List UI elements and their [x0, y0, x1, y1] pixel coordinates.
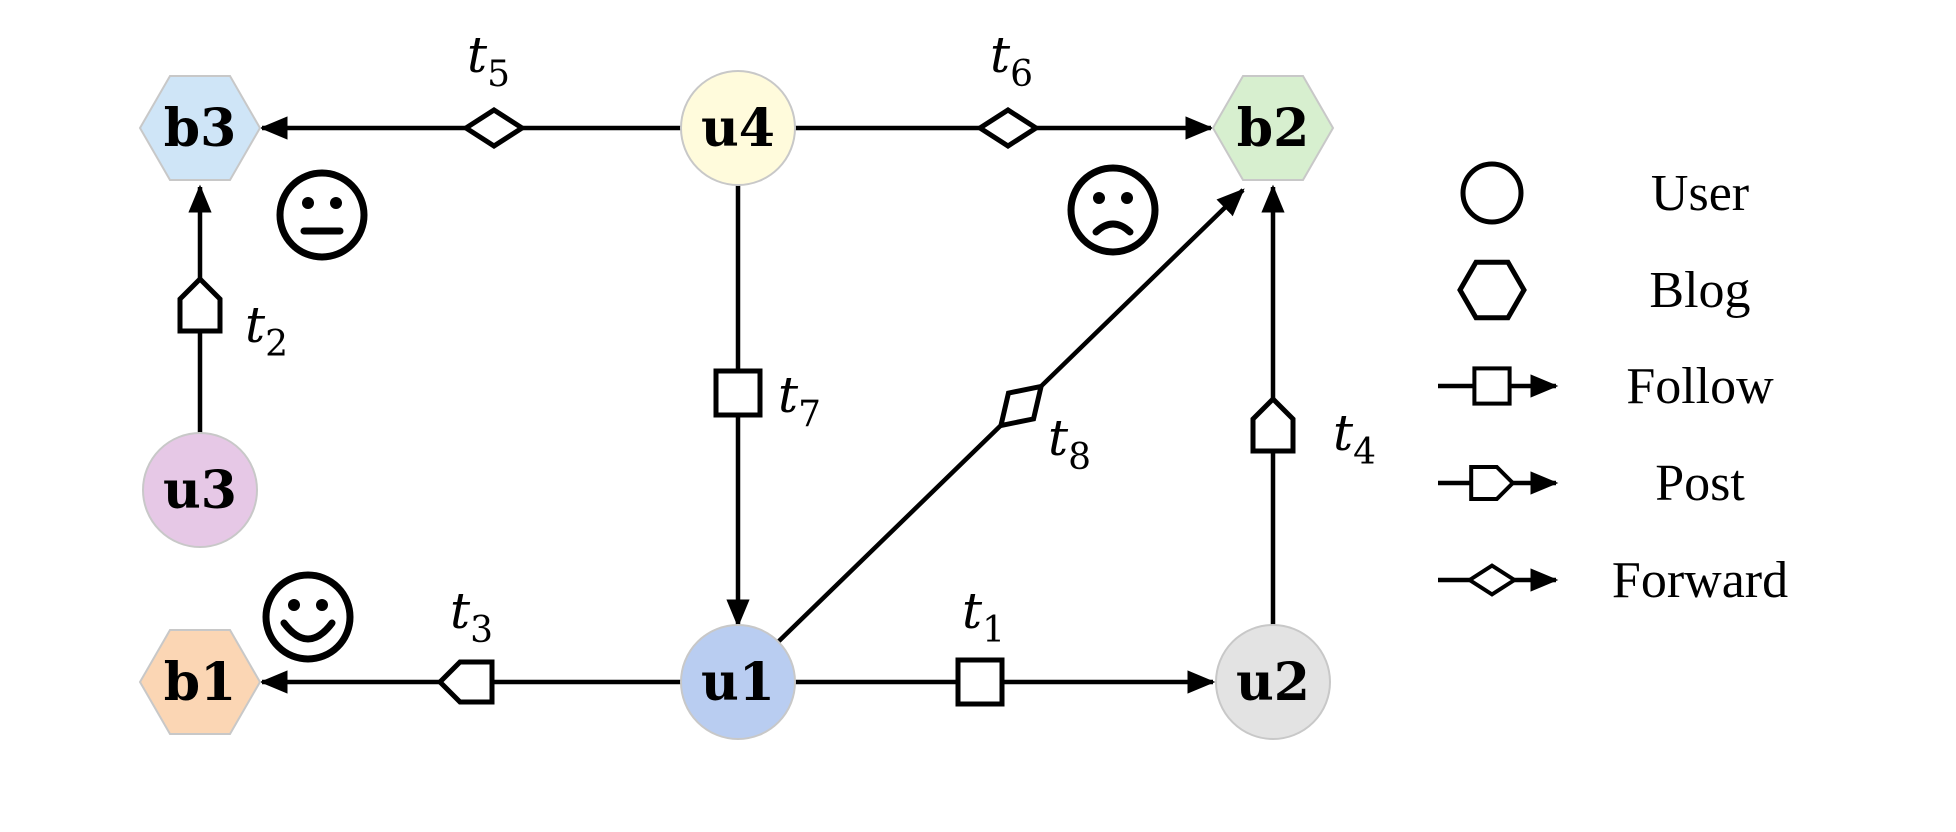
- post-marker-icon: [177, 275, 223, 334]
- blog-hexagon: [138, 75, 262, 181]
- edge-label-t1: t1: [962, 582, 1005, 651]
- user-symbol-icon: [1460, 161, 1524, 225]
- post-marker-icon: [1250, 395, 1296, 454]
- edge-t1: t1: [795, 582, 1216, 707]
- forward-marker-icon: [461, 107, 527, 149]
- edge-t7: t7: [713, 185, 821, 628]
- node-label: b3: [164, 98, 237, 159]
- forward-marker-icon: [975, 107, 1041, 149]
- follow-marker-icon: [713, 368, 763, 418]
- edge-t4: t4: [1250, 184, 1376, 625]
- node-b2: b2: [1211, 75, 1335, 181]
- follow-marker-icon: [955, 657, 1005, 707]
- node-label: u4: [701, 98, 775, 159]
- legend-label-post: Post: [1655, 455, 1745, 512]
- legend-label-blog: Blog: [1649, 262, 1750, 319]
- edge-t3: t3: [259, 582, 681, 705]
- node-u3: u3: [142, 432, 258, 548]
- forward-marker-icon: [997, 383, 1045, 429]
- user-circle: [1215, 624, 1331, 740]
- neutral-face-icon: [276, 169, 368, 261]
- node-u1: u1: [680, 624, 796, 740]
- legend-item-follow: Follow: [1438, 358, 1774, 415]
- blog-hexagon: [138, 629, 262, 735]
- sad-face-icon: [1067, 164, 1159, 256]
- node-label: u2: [1236, 652, 1310, 713]
- node-label: u3: [163, 460, 237, 521]
- user-circle: [680, 70, 796, 186]
- post-marker-icon: [436, 659, 495, 705]
- user-circle: [680, 624, 796, 740]
- edge-t8: t8: [776, 188, 1245, 644]
- edge-label-t4: t4: [1333, 404, 1376, 473]
- legend-item-user: User: [1460, 161, 1749, 225]
- edge-label-t3: t3: [450, 582, 493, 651]
- node-u4: u4: [680, 70, 796, 186]
- edge-t6: t6: [795, 26, 1214, 149]
- edge-t2: t2: [177, 184, 288, 433]
- happy-face-icon: [262, 571, 354, 663]
- legend-item-forward: Forward: [1438, 552, 1788, 609]
- node-b3: b3: [138, 75, 262, 181]
- legend-label-user: User: [1651, 165, 1749, 222]
- node-label: u1: [701, 652, 775, 713]
- edge-label-t6: t6: [990, 26, 1033, 95]
- edge-label-t7: t7: [778, 366, 821, 435]
- legend-label-forward: Forward: [1612, 552, 1788, 609]
- node-b1: b1: [138, 629, 262, 735]
- node-u2: u2: [1215, 624, 1331, 740]
- follow-marker-icon: [1472, 366, 1512, 406]
- blog-hexagon: [1211, 75, 1335, 181]
- user-circle: [142, 432, 258, 548]
- legend-item-blog: Blog: [1457, 259, 1751, 321]
- edge-label-t5: t5: [467, 26, 510, 95]
- legend-label-follow: Follow: [1626, 358, 1774, 415]
- node-label: b2: [1237, 98, 1310, 159]
- edge-label-t8: t8: [1048, 409, 1091, 478]
- node-label: b1: [164, 652, 237, 713]
- legend-item-post: Post: [1438, 455, 1745, 512]
- edge-t5: t5: [259, 26, 681, 149]
- blog-symbol-icon: [1457, 259, 1527, 321]
- forward-marker-icon: [1465, 563, 1519, 597]
- edge-label-t2: t2: [245, 296, 288, 365]
- post-marker-icon: [1469, 464, 1516, 502]
